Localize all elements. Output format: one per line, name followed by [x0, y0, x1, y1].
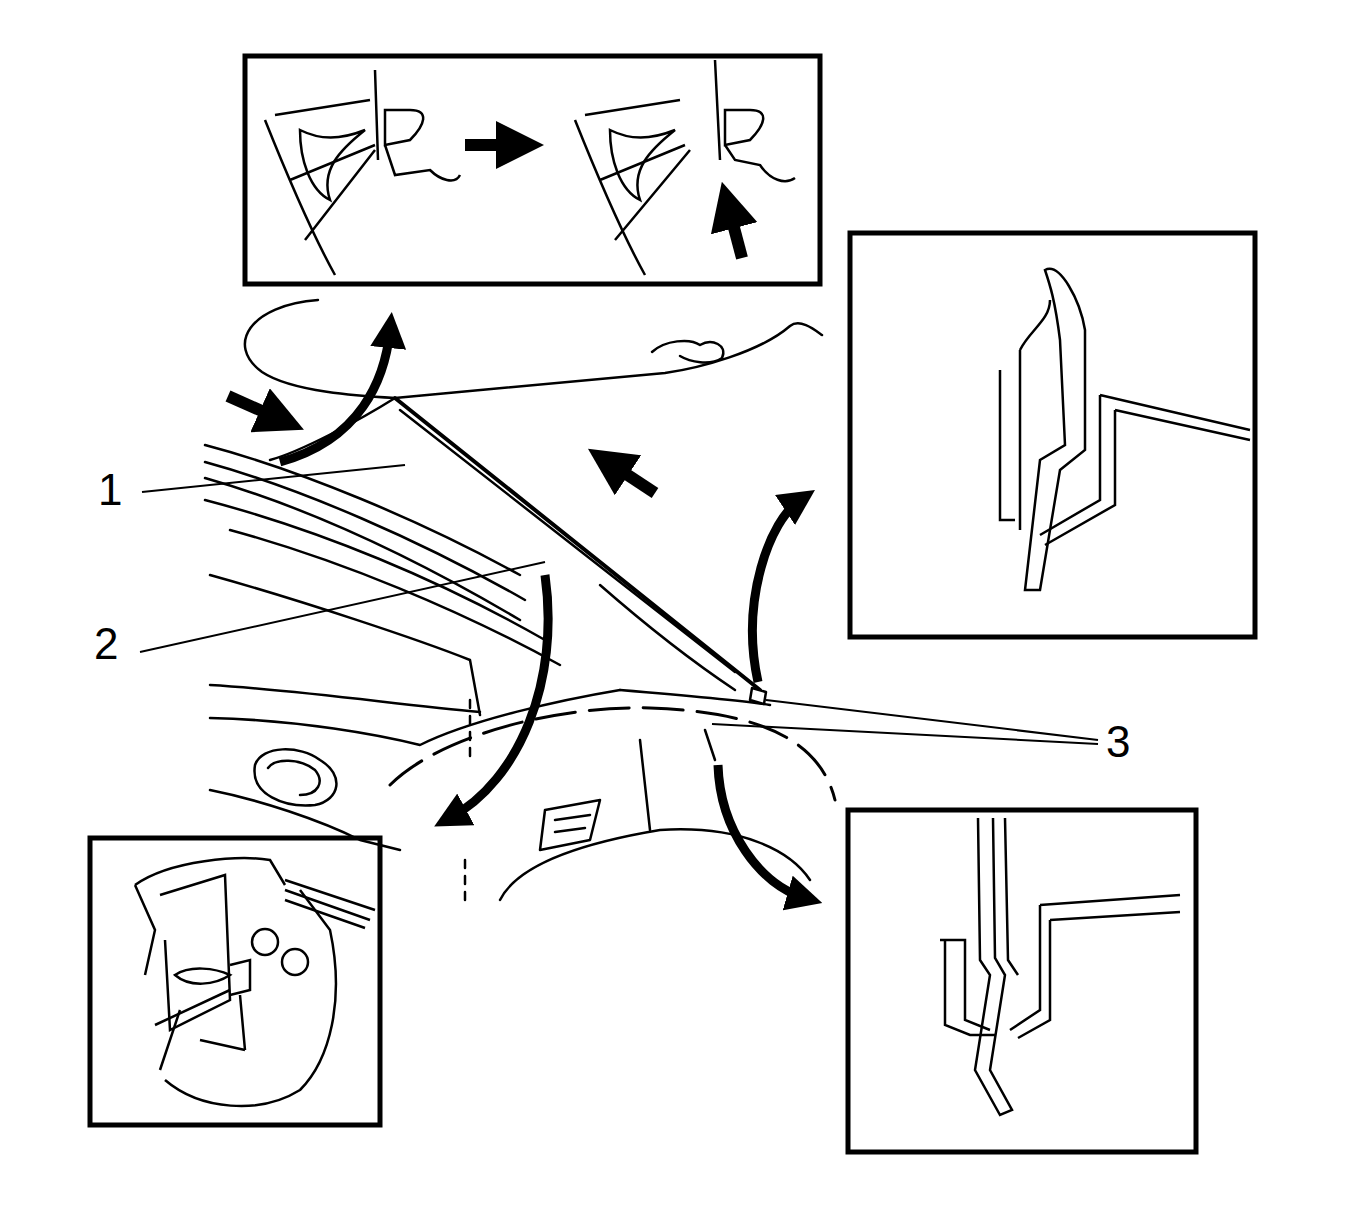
windshield-line — [205, 478, 520, 620]
dash-line — [210, 790, 400, 850]
cluster — [555, 815, 590, 832]
dash-line — [210, 685, 480, 712]
dash-line — [210, 575, 480, 715]
arrow — [608, 462, 655, 493]
body-panel — [725, 145, 795, 181]
leader-line — [766, 700, 1098, 740]
clip — [940, 940, 995, 1035]
trim-outline — [135, 858, 285, 975]
trim-section — [265, 100, 375, 275]
curved-arrow — [280, 330, 390, 462]
trim-edge — [1025, 269, 1085, 590]
steering-wheel — [500, 829, 810, 900]
dash-line — [620, 690, 770, 705]
leader-line — [142, 465, 405, 492]
trim-section — [575, 100, 690, 275]
arrow — [465, 139, 520, 151]
steering-wheel — [640, 740, 650, 830]
headliner — [245, 300, 822, 398]
curved-arrow — [718, 765, 805, 898]
leader-line — [140, 562, 545, 652]
arrow — [728, 205, 742, 258]
clip-head — [715, 60, 763, 160]
main-view — [205, 300, 835, 900]
windshield-line — [205, 445, 520, 575]
leader-lines — [140, 465, 1098, 744]
callout-number: 3 — [1106, 720, 1130, 764]
pillar-edge — [400, 410, 735, 672]
windshield-line — [600, 585, 735, 690]
inset-left-bottom — [90, 838, 380, 1125]
visor-clip — [652, 341, 723, 363]
steering-wheel — [390, 708, 835, 800]
arrows — [228, 330, 805, 898]
inset-right-top — [850, 233, 1255, 637]
inset-frame — [850, 233, 1255, 637]
trim-clip — [300, 130, 365, 200]
pillar-top — [270, 398, 395, 460]
callout-number: 2 — [94, 622, 118, 666]
leader-line — [712, 724, 1098, 744]
windshield-line — [205, 462, 525, 600]
inset-top — [245, 56, 820, 284]
body-panel — [1040, 395, 1250, 545]
hole — [252, 929, 278, 955]
arrow — [228, 396, 282, 420]
trim-edge — [1005, 818, 1018, 975]
trim-outline — [165, 890, 336, 1106]
vent — [268, 761, 320, 795]
vent — [255, 749, 337, 805]
inset-frame — [245, 56, 820, 284]
clip — [175, 969, 230, 984]
inset-frame — [848, 810, 1196, 1152]
body-panel — [1010, 895, 1180, 1038]
clip-head — [375, 70, 423, 160]
curved-arrow — [450, 575, 548, 818]
trim-clip — [610, 130, 675, 200]
hole — [282, 949, 308, 975]
curved-arrow — [753, 500, 800, 682]
trim-edge — [1000, 300, 1050, 530]
windshield-line — [205, 500, 545, 640]
trim-strip — [285, 880, 375, 928]
windshield-line — [230, 530, 560, 665]
trim-outline — [160, 1010, 245, 1070]
cluster — [540, 800, 600, 850]
dash-line — [210, 690, 620, 745]
inset-right-bottom — [848, 810, 1196, 1152]
steering-wheel — [705, 730, 715, 760]
clip — [750, 688, 766, 704]
clip — [155, 960, 250, 1050]
pillar-edge — [395, 398, 760, 690]
inset-frame — [90, 838, 380, 1125]
callout-number: 1 — [98, 468, 122, 512]
body-panel — [385, 145, 460, 180]
